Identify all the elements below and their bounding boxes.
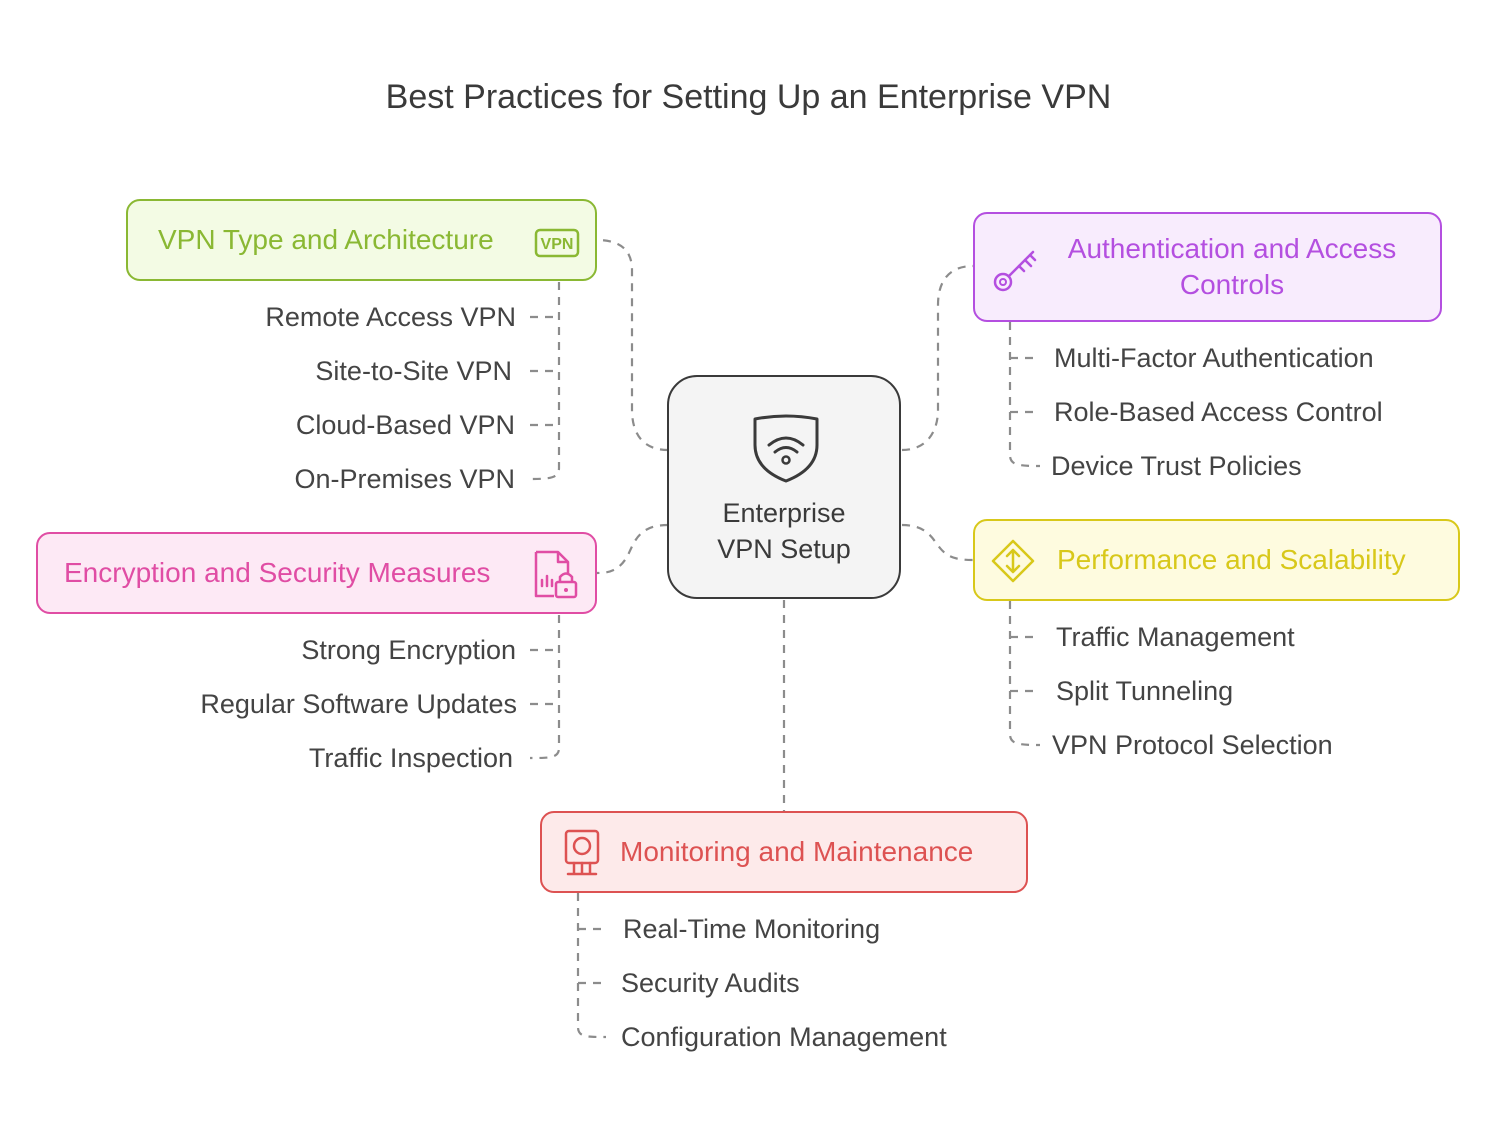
key-icon	[991, 246, 1039, 294]
connector-encryption	[596, 523, 669, 575]
branch-performance-label: Performance and Scalability	[1057, 544, 1406, 575]
branch-monitoring-label: Monitoring and Maintenance	[620, 836, 974, 867]
diagram-title: Best Practices for Setting Up an Enterpr…	[385, 78, 1112, 116]
connector-vpn-type-items	[529, 282, 561, 481]
shield-wifi-icon	[751, 413, 821, 485]
list-item: VPN Protocol Selection	[1052, 730, 1333, 760]
connector-performance-items	[1008, 601, 1041, 747]
connector-encryption-items	[529, 615, 561, 760]
list-item: Strong Encryption	[301, 635, 516, 665]
branch-encryption-label: Encryption and Security Measures	[64, 557, 491, 588]
branch-auth-label: Authentication and Access Controls	[1067, 233, 1397, 300]
diamond-arrows-icon	[991, 539, 1035, 583]
branch-auth: Authentication and Access Controls	[973, 212, 1442, 322]
list-item: Configuration Management	[621, 1022, 947, 1052]
center-label: Enterprise VPN Setup	[717, 498, 851, 564]
monitor-camera-icon	[562, 829, 602, 877]
list-item: Real-Time Monitoring	[623, 914, 881, 944]
list-item: Multi-Factor Authentication	[1054, 343, 1374, 373]
list-item: Remote Access VPN	[265, 302, 516, 332]
branch-performance: Performance and Scalability	[973, 519, 1460, 601]
list-item: Device Trust Policies	[1051, 451, 1302, 481]
connector-monitoring-items	[576, 893, 607, 1039]
list-item: On-Premises VPN	[294, 464, 515, 494]
secure-document-icon	[532, 550, 580, 600]
branch-vpn-type-label: VPN Type and Architecture	[158, 224, 494, 255]
connector-auth	[901, 264, 974, 452]
vpn-badge-icon: VPN	[534, 228, 580, 258]
list-item: Role-Based Access Control	[1054, 397, 1383, 427]
list-item: Regular Software Updates	[200, 689, 517, 719]
list-item: Security Audits	[621, 968, 800, 998]
connector-performance	[901, 523, 974, 562]
branch-monitoring: Monitoring and Maintenance	[540, 811, 1028, 893]
list-item: Traffic Inspection	[308, 743, 513, 773]
list-item: Split Tunneling	[1056, 676, 1234, 706]
list-item: Traffic Management	[1056, 622, 1295, 652]
branch-encryption: Encryption and Security Measures	[36, 532, 597, 614]
connector-auth-items	[1008, 322, 1041, 468]
branch-vpn-type: VPN Type and Architecture VPN	[126, 199, 597, 281]
list-item: Site-to-Site VPN	[315, 356, 512, 386]
list-item: Cloud-Based VPN	[295, 410, 515, 440]
connector-vpn-type	[596, 238, 669, 452]
svg-text:VPN: VPN	[541, 236, 574, 253]
center-node: Enterprise VPN Setup	[667, 375, 901, 599]
